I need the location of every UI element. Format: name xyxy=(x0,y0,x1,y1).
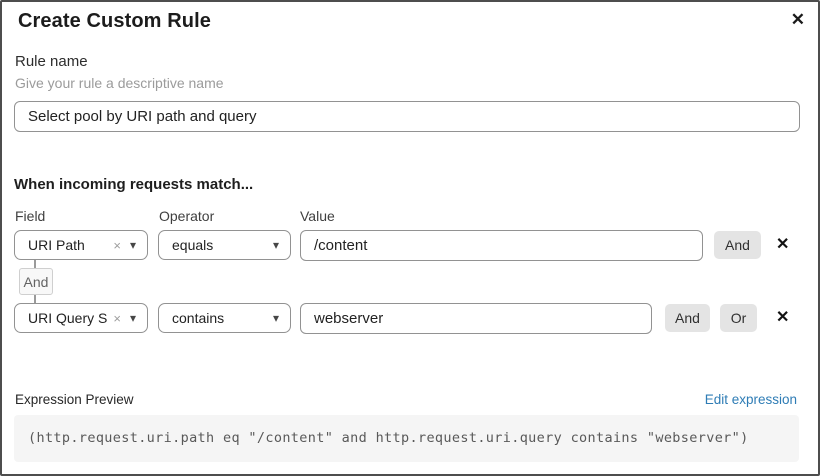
condition-1-field-select[interactable]: URI Path × ▾ xyxy=(14,230,148,260)
operator-column-label: Operator xyxy=(159,208,215,224)
condition-1-and-button[interactable]: And xyxy=(714,231,761,259)
connector-line-bottom xyxy=(34,295,36,303)
condition-1-field-value: URI Path xyxy=(28,237,85,253)
condition-2-value-input[interactable] xyxy=(300,303,652,334)
caret-down-icon: ▾ xyxy=(129,238,136,252)
condition-1-remove-icon[interactable]: ✕ xyxy=(776,236,790,253)
condition-2-field-select[interactable]: URI Query St... × ▾ xyxy=(14,303,148,333)
edit-expression-link[interactable]: Edit expression xyxy=(704,392,797,407)
expression-code: (http.request.uri.path eq "/content" and… xyxy=(28,430,749,446)
condition-1-operator-value: equals xyxy=(172,237,214,253)
expression-preview-label: Expression Preview xyxy=(15,392,134,407)
rule-name-hint: Give your rule a descriptive name xyxy=(15,75,224,91)
connector-line-top xyxy=(34,260,36,268)
caret-down-icon: ▾ xyxy=(272,311,279,325)
match-section-heading: When incoming requests match... xyxy=(14,176,254,193)
rule-name-label: Rule name xyxy=(15,53,88,70)
condition-2-remove-icon[interactable]: ✕ xyxy=(776,309,790,326)
clear-icon[interactable]: × xyxy=(113,237,121,253)
close-icon[interactable]: ✕ xyxy=(790,10,805,29)
field-column-label: Field xyxy=(15,208,46,224)
caret-down-icon: ▾ xyxy=(272,238,279,252)
condition-2-operator-value: contains xyxy=(172,310,225,326)
clear-icon[interactable]: × xyxy=(113,310,121,326)
condition-1-operator-select[interactable]: equals ▾ xyxy=(158,230,291,260)
expression-code-block: (http.request.uri.path eq "/content" and… xyxy=(14,415,799,462)
value-column-label: Value xyxy=(300,208,335,224)
condition-2-or-button[interactable]: Or xyxy=(720,304,757,332)
condition-2-operator-select[interactable]: contains ▾ xyxy=(158,303,291,333)
condition-2-field-value: URI Query St... xyxy=(28,310,108,326)
condition-1-value-input[interactable] xyxy=(300,230,703,261)
condition-2-and-button[interactable]: And xyxy=(665,304,710,332)
dialog-title: Create Custom Rule xyxy=(18,10,211,32)
caret-down-icon: ▾ xyxy=(129,311,136,325)
and-connector-badge: And xyxy=(19,268,53,295)
rule-name-input[interactable] xyxy=(14,101,800,132)
